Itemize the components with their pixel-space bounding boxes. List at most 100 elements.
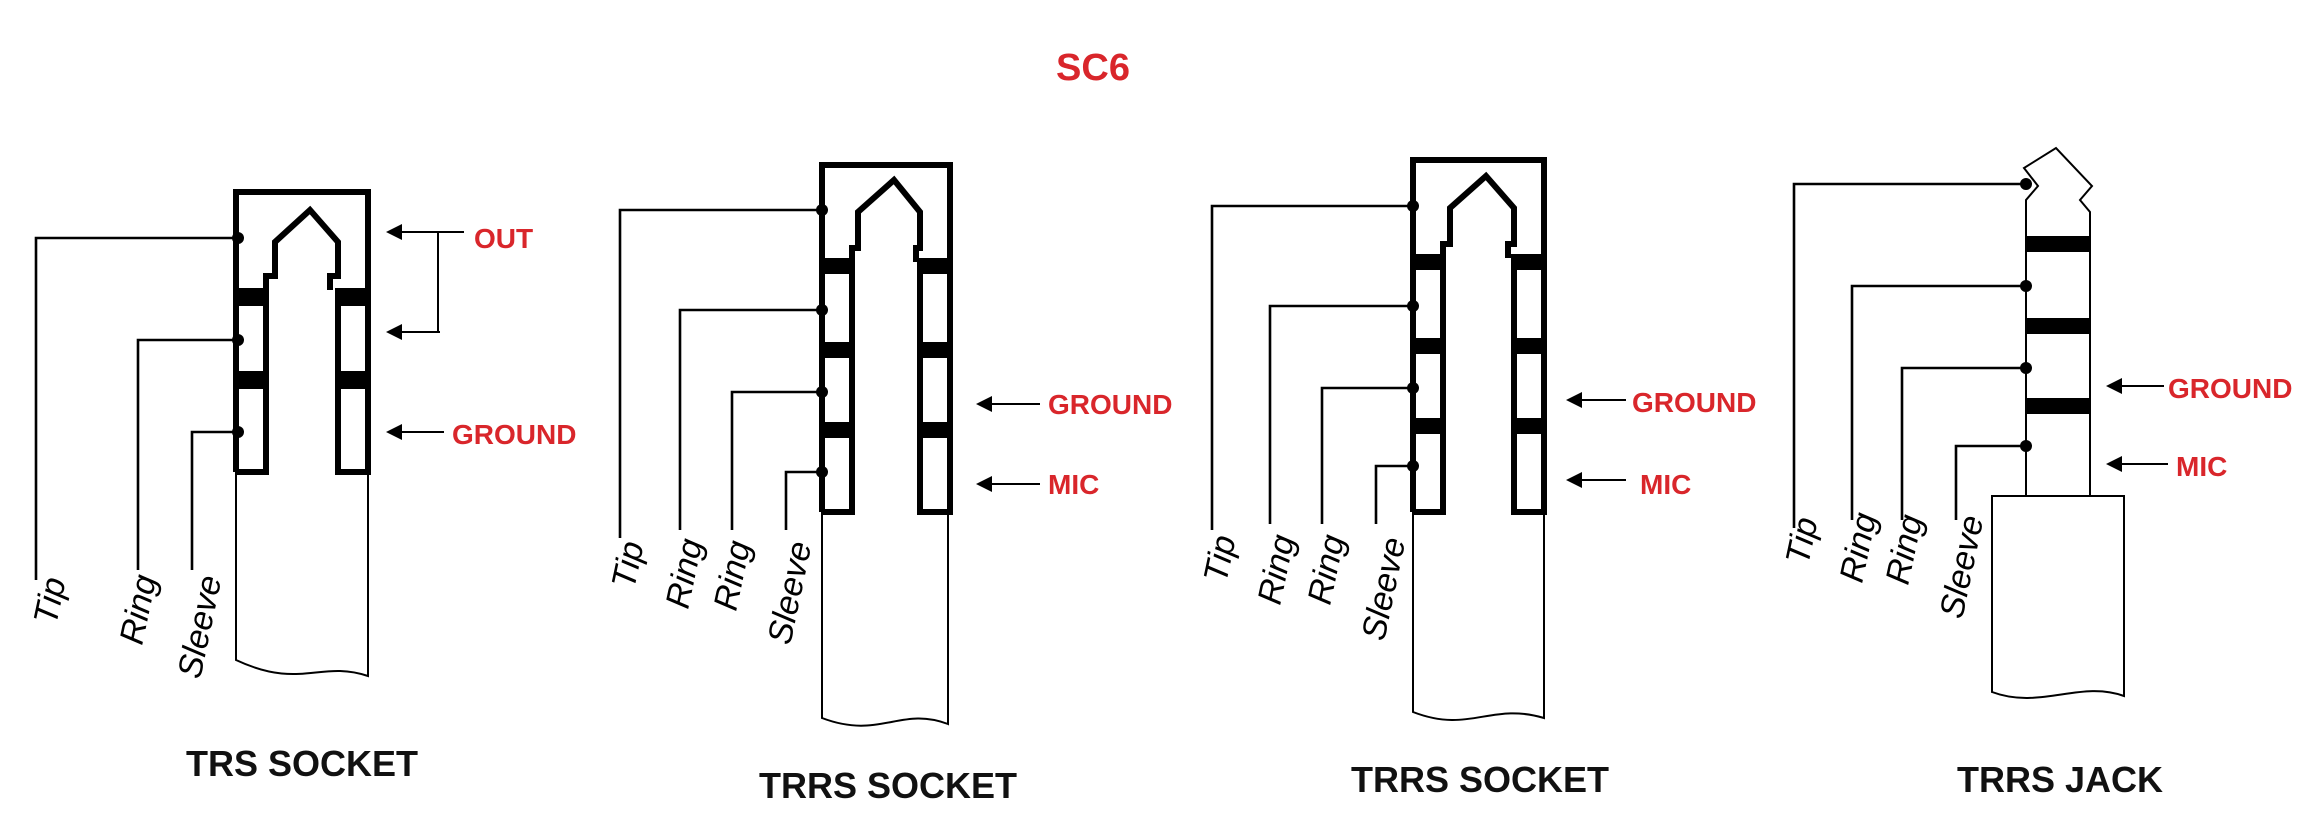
- sleeve-wire: [190, 430, 238, 570]
- sleeve-wire: [1374, 464, 1413, 524]
- arrow-head: [976, 396, 992, 412]
- contact-bar: [335, 371, 368, 389]
- annotation-out: OUT: [474, 223, 533, 254]
- contact-dot: [232, 334, 244, 346]
- trrs-socket-1: Tip Ring Ring Sleeve GROUND MIC TRRS SOC…: [605, 162, 1172, 806]
- spring-contact: [263, 205, 341, 290]
- wire-label: Sleeve: [1933, 512, 1992, 622]
- socket-frame: [1410, 157, 1547, 515]
- contact-bar: [917, 422, 950, 438]
- contact-bar: [1413, 418, 1446, 434]
- plug-tip: [2022, 146, 2094, 236]
- contact-dot: [2020, 440, 2032, 452]
- contact-dot: [1407, 382, 1419, 394]
- contact-dot: [2020, 362, 2032, 374]
- contact-bar: [236, 288, 269, 306]
- contact-bar: [1511, 338, 1544, 354]
- wire-label: Ring: [113, 571, 165, 647]
- contact-dot: [2020, 178, 2032, 190]
- contact-dot: [816, 386, 828, 398]
- contact-bar: [1413, 254, 1446, 270]
- annotation-mic: MIC: [2176, 451, 2227, 482]
- spring-contact: [1440, 171, 1517, 258]
- contact-bar: [1413, 338, 1446, 354]
- socket-body: [1412, 512, 1545, 721]
- annotation-mic: MIC: [1640, 469, 1691, 500]
- contact-bar: [236, 371, 269, 389]
- contact-bar: [1511, 254, 1544, 270]
- ring-wire: [1850, 284, 2026, 520]
- wire-label: Tip: [605, 538, 652, 592]
- trs-socket: Tip Ring Sleeve OUT GROUND TRS SOCKET: [27, 189, 576, 784]
- diagram-caption: TRRS JACK: [1957, 759, 2163, 800]
- plug-shaft: [2025, 236, 2091, 496]
- arrow-head: [386, 224, 402, 240]
- insulator-ring: [2026, 398, 2090, 414]
- diagram-caption: TRRS SOCKET: [1351, 759, 1609, 800]
- contact-dot: [816, 304, 828, 316]
- socket-frame-left-inner: [236, 290, 269, 475]
- ring-wire: [678, 308, 822, 530]
- arrow-head: [1566, 472, 1582, 488]
- contact-bar: [917, 342, 950, 358]
- wire-label: Ring: [1301, 531, 1353, 607]
- wire-label: Ring: [659, 535, 711, 611]
- socket-body: [235, 472, 369, 678]
- insulator-ring: [2026, 236, 2090, 252]
- diagram-title: SC6: [1056, 47, 1130, 89]
- ring-wire: [1900, 366, 2026, 520]
- contact-dot: [232, 232, 244, 244]
- plug-handle: [1991, 495, 2125, 699]
- contact-dot: [1407, 460, 1419, 472]
- wire-label: Ring: [1251, 531, 1303, 607]
- contact-dot: [816, 204, 828, 216]
- arrow-head: [2106, 456, 2122, 472]
- annotation-ground: GROUND: [1632, 387, 1756, 418]
- sleeve-wire: [784, 470, 822, 530]
- diagram-caption: TRS SOCKET: [186, 743, 418, 784]
- wire-label: Ring: [707, 537, 759, 613]
- wire-label: Tip: [1197, 532, 1244, 586]
- arrow-head: [386, 424, 402, 440]
- annotation-mic: MIC: [1048, 469, 1099, 500]
- ring-wire: [1268, 304, 1413, 524]
- wire-label: Ring: [1879, 511, 1931, 587]
- ring-wire: [136, 338, 238, 570]
- diagram-caption: TRRS SOCKET: [759, 765, 1017, 806]
- wire-label: Sleeve: [761, 538, 820, 648]
- arrow-head: [386, 324, 402, 340]
- wire-label: Tip: [1779, 514, 1826, 568]
- arrow-head: [1566, 392, 1582, 408]
- tip-wire: [618, 208, 822, 538]
- sleeve-wire: [1954, 444, 2026, 520]
- contact-dot: [816, 466, 828, 478]
- ring-wire: [730, 390, 822, 530]
- ring-wire: [1320, 386, 1413, 524]
- socket-frame: [233, 189, 371, 475]
- wire-label: Sleeve: [1355, 534, 1414, 644]
- wire-label: Sleeve: [171, 572, 230, 682]
- socket-body: [821, 510, 949, 727]
- contact-bar: [822, 258, 855, 274]
- socket-frame: [819, 162, 953, 515]
- tip-wire: [34, 236, 238, 580]
- trrs-jack: Tip Ring Ring Sleeve GROUND MIC TRRS JAC…: [1779, 146, 2292, 800]
- arrow-head: [2106, 378, 2122, 394]
- tip-wire: [1792, 182, 2026, 528]
- annotation-ground: GROUND: [1048, 389, 1172, 420]
- tip-wire: [1210, 204, 1413, 530]
- contact-bar: [917, 258, 950, 274]
- spring-contact: [849, 175, 923, 262]
- contact-dot: [1407, 300, 1419, 312]
- contact-bar: [1511, 418, 1544, 434]
- annotation-ground: GROUND: [2168, 373, 2292, 404]
- contact-bar: [335, 288, 368, 306]
- insulator-ring: [2026, 318, 2090, 334]
- contact-dot: [232, 426, 244, 438]
- contact-bar: [822, 342, 855, 358]
- annotation-ground: GROUND: [452, 419, 576, 450]
- contact-dot: [1407, 200, 1419, 212]
- contact-bar: [822, 422, 855, 438]
- contact-dot: [2020, 280, 2032, 292]
